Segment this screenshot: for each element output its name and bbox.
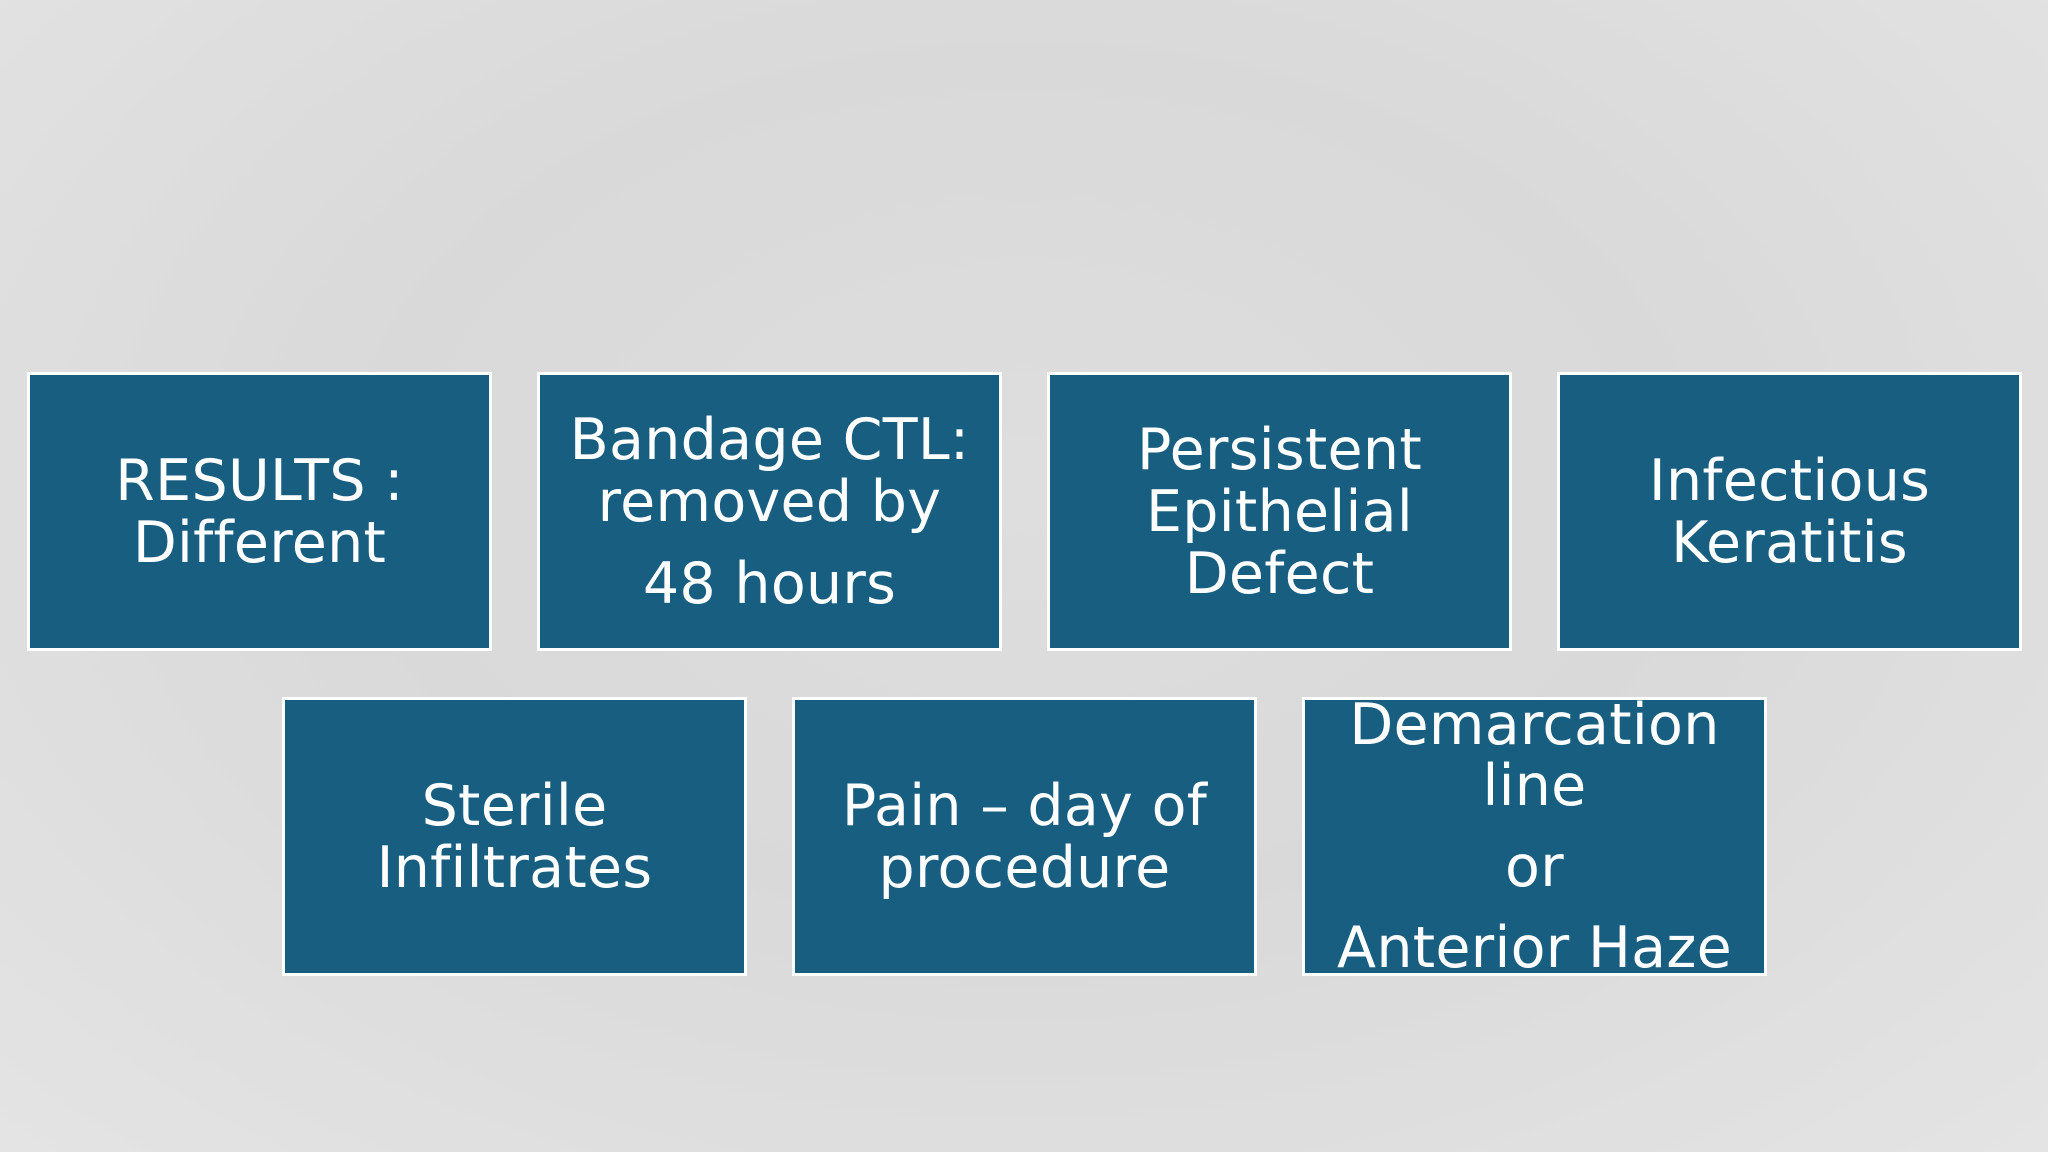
box-infectious-keratitis: Infectious Keratitis — [1557, 372, 2022, 651]
box-text-line: procedure — [878, 834, 1171, 901]
box-text-line: Epithelial — [1145, 478, 1413, 545]
box-text-line: Infectious — [1648, 447, 1931, 514]
box-text-line: Sterile — [421, 772, 608, 839]
box-persistent-epithelial-defect: Persistent Epithelial Defect — [1047, 372, 1512, 651]
box-text-line: Bandage CTL: — [569, 406, 970, 473]
box-bandage-ctl: Bandage CTL: removed by 48 hours — [537, 372, 1002, 651]
box-text-line: Pain – day of — [841, 772, 1208, 839]
box-text-line: 48 hours — [642, 550, 897, 617]
box-text-line: Keratitis — [1671, 509, 1908, 576]
box-text-line: Demarcation — [1349, 691, 1720, 758]
box-results-different: RESULTS : Different — [27, 372, 492, 651]
box-demarcation-line-or-anterior-haze: Demarcation line or Anterior Haze — [1302, 691, 1767, 981]
box-text-line: line — [1482, 752, 1587, 819]
box-text-line: or — [1505, 833, 1564, 900]
box-text-line: Persistent — [1137, 416, 1422, 483]
box-text-line: RESULTS : — [115, 447, 404, 514]
box-text-line: Infiltrates — [376, 834, 653, 901]
box-pain-day-of-procedure: Pain – day of procedure — [792, 697, 1257, 976]
box-sterile-infiltrates: Sterile Infiltrates — [282, 697, 747, 976]
box-text-line: Defect — [1184, 540, 1375, 607]
box-text-line: Different — [132, 509, 387, 576]
box-text-line: Anterior Haze — [1337, 914, 1732, 981]
box-text-line: removed by — [597, 468, 942, 535]
